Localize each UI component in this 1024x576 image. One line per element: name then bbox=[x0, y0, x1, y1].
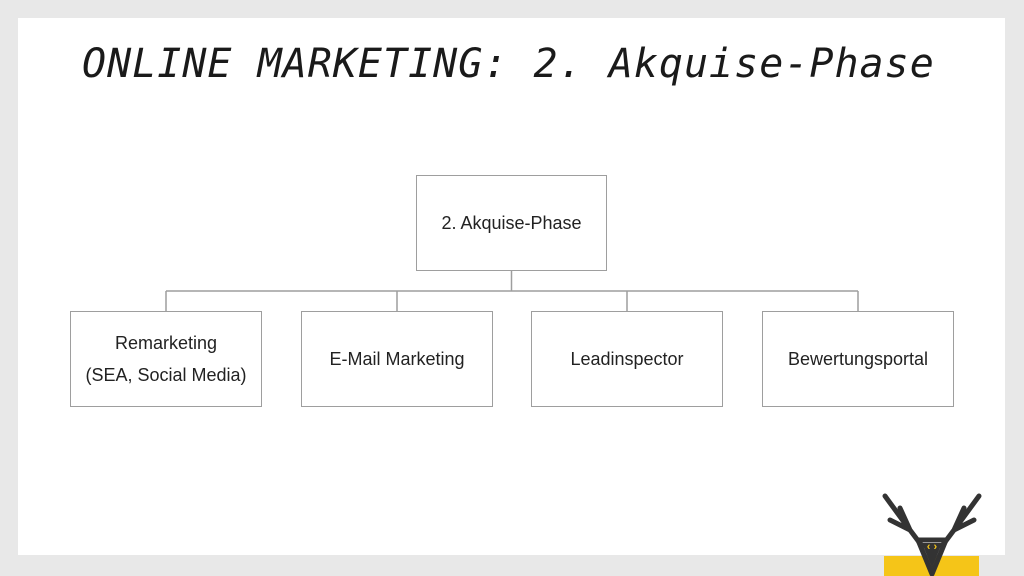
child-node-bewertungsportal: Bewertungsportal bbox=[762, 311, 954, 407]
child-node-label: E-Mail Marketing bbox=[329, 349, 465, 369]
child-node-leadinspector: Leadinspector bbox=[531, 311, 723, 407]
child-node-label: Leadinspector bbox=[570, 349, 684, 369]
code-brackets-glyph: ‹ › bbox=[927, 541, 938, 553]
child-node-label: Bewertungsportal bbox=[787, 349, 929, 369]
child-node-email-marketing: E-Mail Marketing bbox=[301, 311, 493, 407]
child-node-remarketing: Remarketing (SEA, Social Media) bbox=[70, 311, 262, 407]
deer-head-outline bbox=[915, 537, 949, 576]
child-node-sublabel: (SEA, Social Media) bbox=[85, 365, 247, 385]
root-node-label: 2. Akquise-Phase bbox=[441, 213, 582, 233]
deer-head-fill bbox=[922, 543, 942, 568]
root-node: 2. Akquise-Phase bbox=[416, 175, 607, 271]
child-node-label: Remarketing bbox=[114, 333, 218, 353]
slide-title: ONLINE MARKETING: 2. Akquise-Phase bbox=[82, 41, 935, 87]
deer-antlers-logo-icon: ‹ › bbox=[882, 493, 982, 576]
